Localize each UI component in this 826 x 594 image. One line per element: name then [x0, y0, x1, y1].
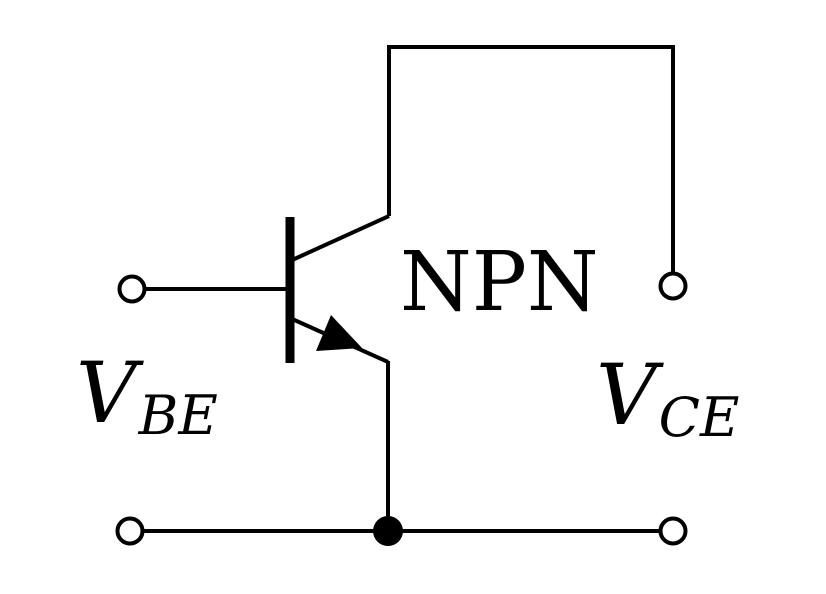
vbe-symbol: V — [76, 344, 137, 442]
npn-label: NPN — [400, 235, 599, 330]
npn-transistor-symbol — [285, 214, 390, 364]
collector-wire — [387, 45, 675, 272]
vbe-subscript: BE — [138, 384, 218, 447]
vce-subscript: CE — [658, 386, 740, 449]
emitter-arrow-icon — [316, 315, 362, 351]
rail-right-terminal-icon — [658, 516, 688, 546]
base-terminal-icon — [117, 274, 147, 304]
vce-symbol: V — [596, 346, 657, 444]
junction-dot-icon — [373, 516, 403, 546]
collector-terminal-icon — [658, 271, 688, 301]
rail-left-terminal-icon — [115, 516, 145, 546]
collector-lead — [289, 214, 390, 263]
vbe-label: VBE — [76, 344, 218, 443]
vce-label: VCE — [596, 346, 739, 445]
